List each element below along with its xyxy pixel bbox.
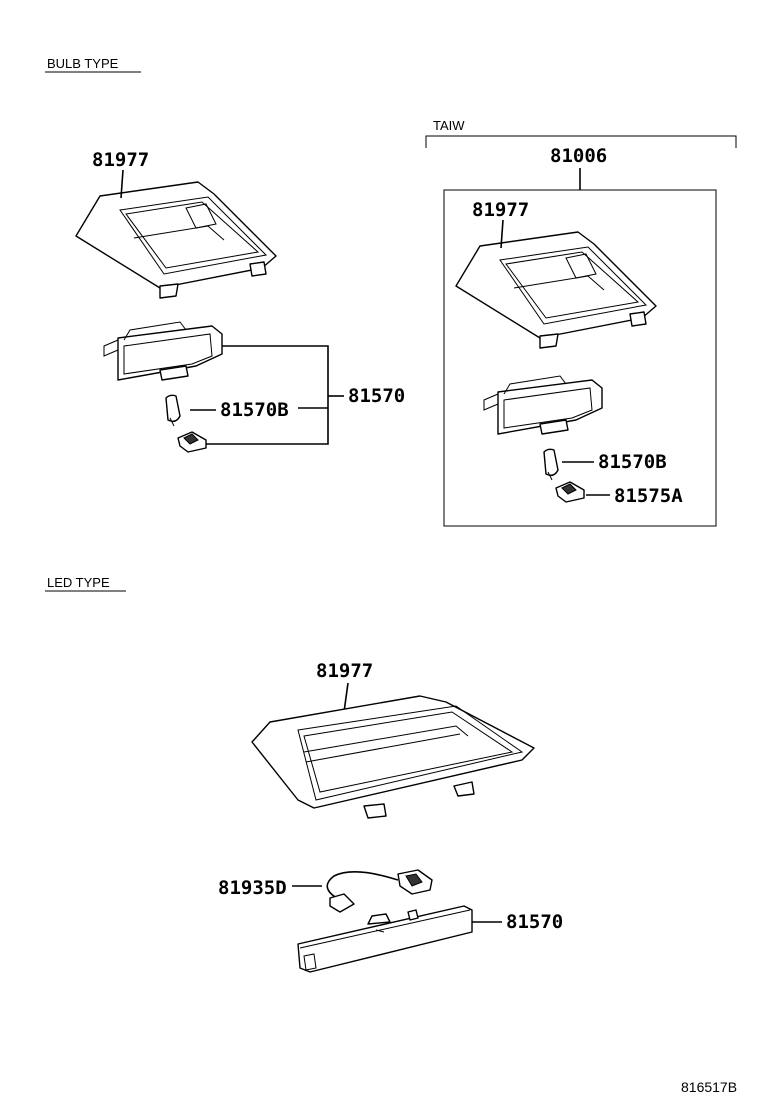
label-taiw-socket: 81575A xyxy=(614,485,683,507)
taiw-bracket xyxy=(425,135,737,148)
label-taiw-cover: 81977 xyxy=(472,199,529,221)
label-bulb-lamp-assy: 81570 xyxy=(348,385,405,407)
bulb-assy-bracket xyxy=(206,345,329,445)
label-led-lamp: 81570 xyxy=(506,911,563,933)
section-led-type: LED TYPE xyxy=(47,575,110,590)
label-led-cover: 81977 xyxy=(316,660,373,682)
label-taiw-assy: 81006 xyxy=(550,145,607,167)
label-bulb-bulb: 81570B xyxy=(220,399,289,421)
diagram-ref-number: 816517B xyxy=(681,1079,737,1095)
taiw-bulb-part xyxy=(543,448,559,481)
taiw-cover-part xyxy=(455,231,657,349)
label-led-wire: 81935D xyxy=(218,877,287,899)
taiw-socket-part xyxy=(555,481,585,503)
bulb-cover-part xyxy=(75,181,277,299)
bulb-socket-part xyxy=(177,431,207,453)
taiw-lamp-housing xyxy=(483,375,603,435)
bulb-lamp-housing xyxy=(103,321,223,381)
label-taiw-bulb: 81570B xyxy=(598,451,667,473)
taiw-assy-box xyxy=(443,189,717,527)
led-wire-part xyxy=(326,869,433,913)
led-lamp-part xyxy=(297,905,473,973)
section-bulb-type: BULB TYPE xyxy=(47,56,119,71)
led-cover-part xyxy=(251,695,535,819)
section-taiw: TAIW xyxy=(433,118,465,133)
label-bulb-cover: 81977 xyxy=(92,149,149,171)
bulb-bulb-part xyxy=(165,394,181,427)
